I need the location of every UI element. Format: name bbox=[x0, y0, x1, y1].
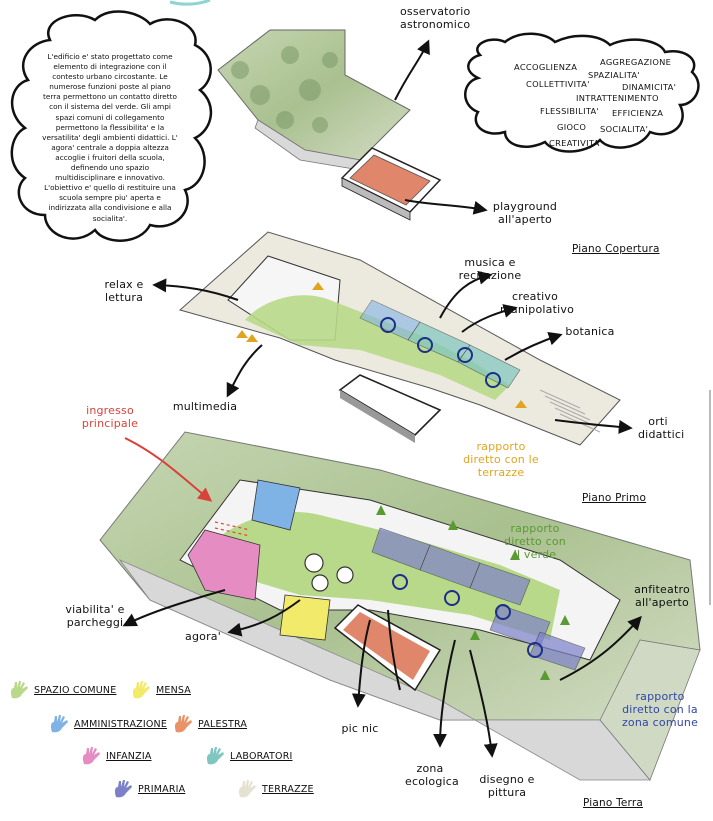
keyword: ACCOGLIENZA bbox=[514, 62, 578, 72]
ground-floor-plan bbox=[99, 431, 701, 781]
first-floor-plan bbox=[178, 231, 621, 446]
legend-label: PALESTRA bbox=[198, 718, 248, 730]
keyword: EFFICIENZA bbox=[612, 108, 664, 118]
label-music: musica e recitazione bbox=[458, 256, 522, 282]
hand-icon bbox=[174, 715, 192, 733]
legend-item: PRIMARIA bbox=[112, 779, 185, 799]
keyword: SPAZIALITA' bbox=[588, 70, 640, 80]
label-amphitheatre: anfiteatro all'aperto bbox=[634, 583, 690, 609]
label-gardens: orti didattici bbox=[638, 415, 685, 441]
label-entrance: ingresso principale bbox=[81, 404, 139, 430]
keywords-cloud bbox=[464, 32, 700, 153]
green-arrows bbox=[376, 505, 570, 680]
hand-icon bbox=[50, 715, 68, 733]
intro-text: L'edificio e' stato progettato come elem… bbox=[42, 52, 178, 223]
label-green-rel: rapporto diretto con il verde bbox=[504, 522, 566, 561]
keyword: DINAMICITA' bbox=[622, 82, 677, 92]
entrance-arrow bbox=[124, 437, 213, 502]
hand-icon bbox=[238, 780, 256, 798]
legend-label: LABORATORI bbox=[230, 750, 293, 762]
legend-label: MENSA bbox=[156, 684, 192, 696]
label-multimedia: multimedia bbox=[172, 400, 238, 413]
keyword: INTRATTENIMENTO bbox=[576, 93, 659, 103]
ground-primary bbox=[371, 527, 586, 671]
playground-court bbox=[340, 147, 442, 221]
label-observatory: osservatorio astronomico bbox=[400, 5, 471, 31]
legend-label: INFANZIA bbox=[106, 750, 152, 762]
legend-item: SPAZIO COMUNE bbox=[8, 680, 116, 700]
label-common-rel: rapporto diretto con la zona comune bbox=[621, 690, 699, 729]
floor-title-first: Piano Primo bbox=[582, 492, 647, 504]
label-botany: botanica bbox=[565, 325, 615, 338]
legend-item: AMMINISTRAZIONE bbox=[48, 714, 167, 734]
annotation-arrows bbox=[122, 39, 642, 758]
legend-label: AMMINISTRAZIONE bbox=[74, 718, 168, 730]
gym-court bbox=[333, 604, 442, 692]
hand-icon bbox=[206, 747, 224, 765]
keyword: AGGREGAZIONE bbox=[600, 57, 672, 67]
hand-icon bbox=[132, 681, 150, 699]
legend-item: INFANZIA bbox=[80, 746, 152, 766]
legend-label: SPAZIO COMUNE bbox=[34, 684, 117, 696]
floor-title-ground: Piano Terra bbox=[583, 797, 644, 809]
roof-plan bbox=[217, 29, 442, 221]
label-picnic: pic nic bbox=[341, 722, 379, 735]
hand-icon bbox=[82, 747, 100, 765]
label-drawing: disegno e pittura bbox=[479, 773, 535, 799]
label-terrace-rel: rapporto diretto con le terrazze bbox=[463, 440, 539, 479]
terrace-markers bbox=[236, 282, 527, 408]
legend-item: PALESTRA bbox=[172, 714, 247, 734]
roof-trees bbox=[231, 46, 338, 133]
keyword: GIOCO bbox=[557, 122, 587, 132]
label-relax: relax e lettura bbox=[104, 278, 144, 304]
legend-label: TERRAZZE bbox=[262, 783, 314, 795]
first-floor-labs bbox=[359, 299, 521, 389]
legend-item: MENSA bbox=[130, 680, 191, 700]
legend-item: TERRAZZE bbox=[236, 779, 314, 799]
label-eco-zone: zona ecologica bbox=[405, 762, 459, 788]
keyword: COLLETTIVITA' bbox=[526, 79, 590, 89]
hand-icon bbox=[114, 780, 132, 798]
label-agora: agora' bbox=[185, 630, 221, 643]
keyword: SOCIALITA' bbox=[600, 124, 649, 134]
legend-label: PRIMARIA bbox=[138, 783, 186, 795]
hand-icon bbox=[10, 681, 28, 699]
label-playground: playground all'aperto bbox=[492, 200, 558, 226]
keyword: CREATIVITA' bbox=[549, 138, 603, 148]
label-creative: creativo manipolativo bbox=[500, 290, 575, 316]
intro-cloud bbox=[10, 10, 213, 242]
ground-circles bbox=[392, 574, 543, 658]
floor-title-roof: Piano Copertura bbox=[572, 243, 660, 255]
label-parking: viabilita' e parcheggi bbox=[65, 603, 125, 629]
first-floor-circles bbox=[380, 317, 501, 388]
keyword: FLESSIBILITA' bbox=[540, 106, 600, 116]
legend-item: LABORATORI bbox=[204, 746, 293, 766]
